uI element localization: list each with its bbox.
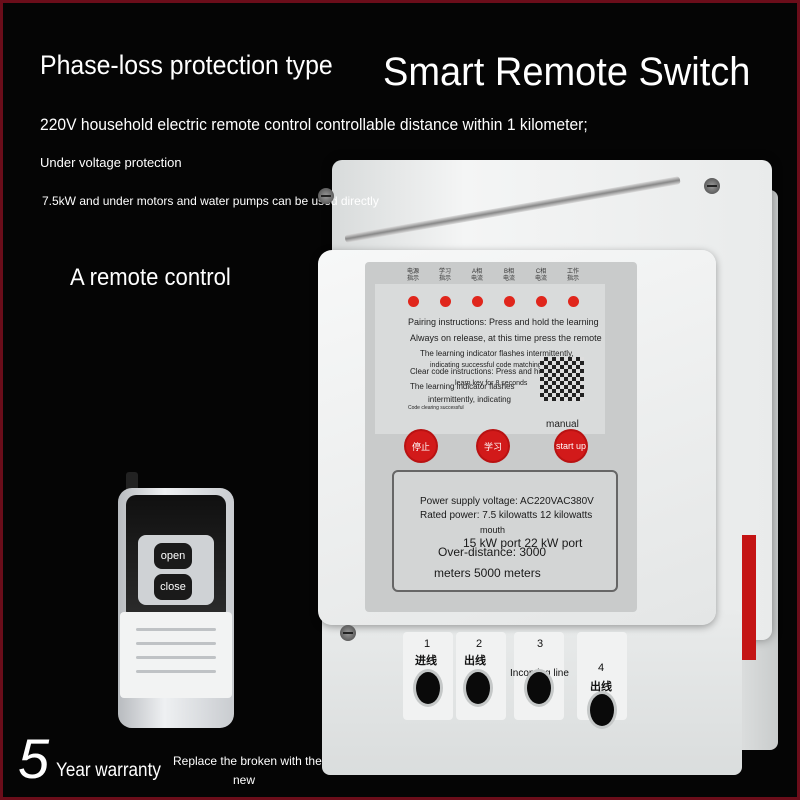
cable-port [416,672,440,704]
phase-b-led-icon [504,296,515,307]
port-label: 进线 [415,655,437,667]
clip-slot [136,670,216,673]
cable-port [466,672,490,704]
remote-clip [120,612,232,698]
screw-icon [318,188,334,204]
clip-slot [136,628,216,631]
work-led-icon [568,296,579,307]
spec-label [392,470,618,592]
phase-a-led-icon [472,296,483,307]
manual-label: manual [546,419,579,430]
replacement-text: Replace the broken with the [173,754,322,768]
instruction-text: indicating successful code matching [430,362,542,369]
spec-ports: 15 kW port 22 kW port [463,536,583,550]
port-number: 3 [537,638,544,650]
instruction-text: Code clearing successful [408,405,464,411]
port-label: 出线 [590,681,612,693]
spec-power: Rated power: 7.5 kilowatts 12 kilowatts [420,510,593,521]
power-led-icon [408,296,419,307]
screw-icon [704,178,720,194]
instruction-text: Always on release, at this time press th… [410,333,602,343]
feature-undervoltage: Under voltage protection [40,155,182,170]
spec-mouth: mouth [480,525,506,535]
qr-code-icon [540,357,584,401]
instruction-text: intermittently, indicating [428,395,511,404]
warranty-text: Year warranty [56,760,161,781]
cable-port [527,672,551,704]
port-number: 2 [476,638,483,650]
instruction-text: The learning indicator flashes intermitt… [420,349,574,358]
instruction-text: The learning indicator flashes [410,382,515,391]
replacement-text: new [233,773,256,787]
stop-button[interactable]: 停止 [406,431,436,461]
clip-slot [136,642,216,645]
phase-c-led-icon [536,296,547,307]
spec-distance: Over-distance: 3000 [438,545,547,559]
protection-type-title: Phase-loss protection type [40,50,333,80]
led-label: C相 电流 [534,269,547,282]
spec-voltage: Power supply voltage: AC220VAC380V [420,496,594,507]
led-label: 工作 指示 [566,269,579,282]
instruction-text: learn key for 8 seconds [455,380,528,387]
start-button[interactable]: start up [556,431,586,461]
led-label: 电源 指示 [406,269,419,282]
feature-motor: 7.5kW and under motors and water pumps c… [42,194,379,208]
open-button[interactable]: open [154,543,192,569]
led-label: A相 电流 [470,269,483,282]
port-number: 1 [424,638,431,650]
product-title: Smart Remote Switch [383,50,751,94]
close-button[interactable]: close [154,574,192,600]
feature-distance: 220V household electric remote control c… [40,115,588,134]
instruction-text: Clear code instructions: Press and hold [410,367,550,376]
cable-port [590,694,614,726]
clip-slot [136,656,216,659]
led-label: B相 电流 [502,269,515,282]
learn-button[interactable]: 学习 [478,431,508,461]
warning-sticker [742,535,756,660]
port-number: 4 [598,662,605,674]
warranty-number: 5 [18,727,50,790]
remote-heading: A remote control [70,264,231,291]
spec-meters: meters 5000 meters [434,566,541,580]
learn-led-icon [440,296,451,307]
screw-icon [340,625,356,641]
led-label: 学习 指示 [438,269,451,282]
port-label: 出线 [464,655,486,667]
instruction-text: Pairing instructions: Press and hold the… [408,317,599,327]
